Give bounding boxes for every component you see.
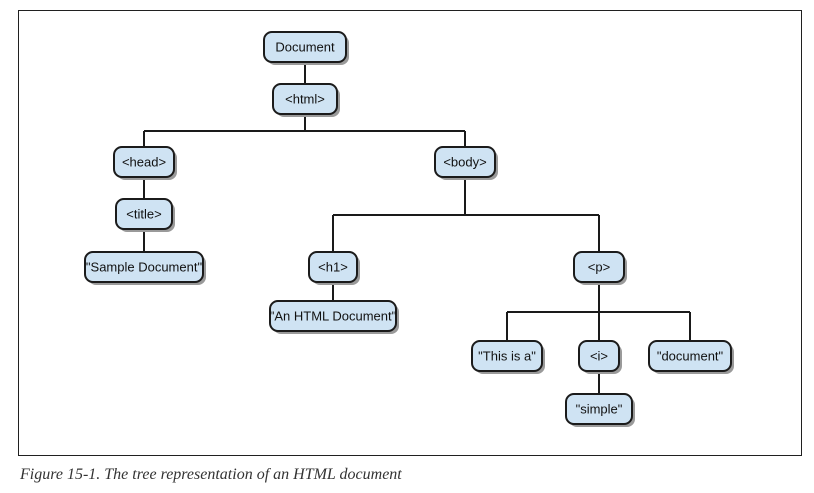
node-i-box <box>578 340 620 372</box>
node-sample-document: "Sample Document" <box>84 251 206 285</box>
node-i: <i> <box>578 340 622 374</box>
node-title-box <box>115 198 173 230</box>
node-this-is-a-label: "This is a" <box>478 348 536 363</box>
node-sample-document-box <box>84 251 204 283</box>
node-i-label: <i> <box>590 348 608 363</box>
figure-caption: Figure 15-1. The tree representation of … <box>20 466 402 483</box>
node-body-label: <body> <box>443 154 486 169</box>
node-h1-label: <h1> <box>318 259 348 274</box>
node-document-text-box <box>648 340 732 372</box>
figure-frame <box>18 10 802 456</box>
node-head-box <box>113 146 175 178</box>
node-p-box <box>573 251 625 283</box>
node-p: <p> <box>573 251 627 285</box>
edges-layer <box>143 62 691 394</box>
node-an-html-document: "An HTML Document" <box>269 300 399 334</box>
node-document-text-label: "document" <box>657 348 724 363</box>
node-document-box <box>263 31 347 63</box>
node-this-is-a: "This is a" <box>471 340 545 374</box>
node-an-html-document-label: "An HTML Document" <box>270 308 397 323</box>
node-h1: <h1> <box>308 251 360 285</box>
nodes-layer: Document <html> <head> <body> <title> "Sample… <box>84 31 734 427</box>
node-head-label: <head> <box>122 154 166 169</box>
node-this-is-a-box <box>471 340 543 372</box>
node-html-label: <html> <box>285 91 325 106</box>
node-document-text: "document" <box>648 340 734 374</box>
node-head: <head> <box>113 146 177 180</box>
node-body: <body> <box>434 146 498 180</box>
node-title-label: <title> <box>126 206 161 221</box>
node-html: <html> <box>272 83 340 117</box>
node-simple-box <box>565 393 633 425</box>
node-document: Document <box>263 31 349 65</box>
node-simple: "simple" <box>565 393 635 427</box>
node-html-box <box>272 83 338 115</box>
node-title: <title> <box>115 198 175 232</box>
node-simple-label: "simple" <box>576 401 623 416</box>
node-document-label: Document <box>275 39 335 54</box>
node-an-html-document-box <box>269 300 397 332</box>
node-sample-document-label: "Sample Document" <box>86 259 203 274</box>
node-body-box <box>434 146 496 178</box>
node-p-label: <p> <box>588 259 610 274</box>
node-h1-box <box>308 251 358 283</box>
